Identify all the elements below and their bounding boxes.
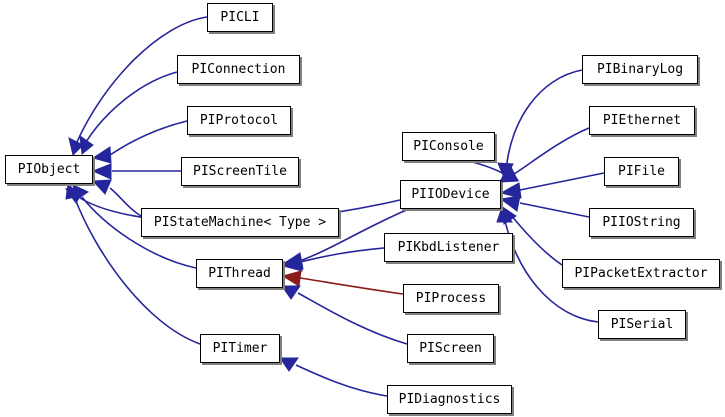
node-label: PIBinaryLog (596, 62, 684, 77)
node-label: PISerial (610, 317, 674, 332)
node-piprotocol[interactable]: PIProtocol (187, 106, 291, 135)
node-label: PIConnection (191, 62, 286, 77)
node-label: PIKbdListener (397, 240, 500, 255)
edge-piiostring-piiodevice (499, 195, 590, 218)
node-picli[interactable]: PICLI (207, 3, 273, 32)
node-label: PIConsole (413, 139, 484, 154)
node-label: PIProcess (415, 291, 487, 306)
node-pidiagnostics[interactable]: PIDiagnostics (387, 385, 512, 414)
edge-piethernet-piiodevice (500, 127, 590, 183)
edge-piiodevice-pithread (281, 208, 410, 270)
node-label: PIDiagnostics (398, 392, 501, 407)
edge-piconnection-piobject (79, 71, 178, 155)
edge-pidiagnostics-pitimer (279, 357, 388, 397)
node-pipacketextractor[interactable]: PIPacketExtractor (562, 259, 720, 288)
node-piprocess[interactable]: PIProcess (403, 284, 499, 313)
edge-pistatemachine-piobject (91, 179, 142, 217)
node-label: PIIODevice (411, 187, 490, 202)
node-piiodevice[interactable]: PIIODevice (400, 180, 501, 209)
node-label: PIFile (618, 164, 665, 179)
node-pitimer[interactable]: PITimer (200, 334, 280, 363)
edge-pibinarylog-piiodevice (497, 69, 583, 182)
node-label: PIPacketExtractor (574, 266, 708, 281)
edge-piprocess-pithread (281, 270, 404, 295)
node-piobject[interactable]: PIObject (5, 155, 93, 184)
node-label: PIProtocol (199, 113, 279, 128)
edge-piprotocol-piobject (91, 120, 188, 164)
node-pikbdlistener[interactable]: PIKbdListener (384, 233, 513, 262)
node-label: PIStateMachine< Type > (153, 215, 327, 230)
node-label: PIScreen (419, 341, 482, 356)
node-label: PIThread (208, 266, 271, 281)
edge-picli-piobject (68, 16, 208, 156)
node-pifile[interactable]: PIFile (604, 157, 679, 186)
node-piconnection[interactable]: PIConnection (177, 55, 300, 84)
node-label: PITimer (212, 341, 268, 356)
node-piethernet[interactable]: PIEthernet (589, 106, 695, 135)
node-label: PIObject (17, 162, 81, 177)
node-label: PIIOString (602, 215, 681, 230)
node-piscreentile[interactable]: PIScreenTile (181, 157, 299, 186)
edge-piscreen-pithread (281, 285, 408, 345)
node-label: PIScreenTile (193, 164, 287, 179)
node-pithread[interactable]: PIThread (196, 259, 283, 288)
node-label: PICLI (220, 10, 260, 25)
node-label: PIEthernet (602, 113, 682, 128)
edge-piscreentile-piobject (91, 163, 181, 180)
node-pistatemachine[interactable]: PIStateMachine< Type > (141, 208, 339, 237)
node-piconsole[interactable]: PIConsole (402, 132, 495, 161)
node-piscreen[interactable]: PIScreen (407, 334, 494, 363)
edge-pifile-piiodevice (499, 172, 605, 199)
node-piserial[interactable]: PISerial (598, 310, 686, 339)
node-piiostring[interactable]: PIIOString (589, 208, 694, 237)
node-pibinarylog[interactable]: PIBinaryLog (582, 55, 698, 84)
